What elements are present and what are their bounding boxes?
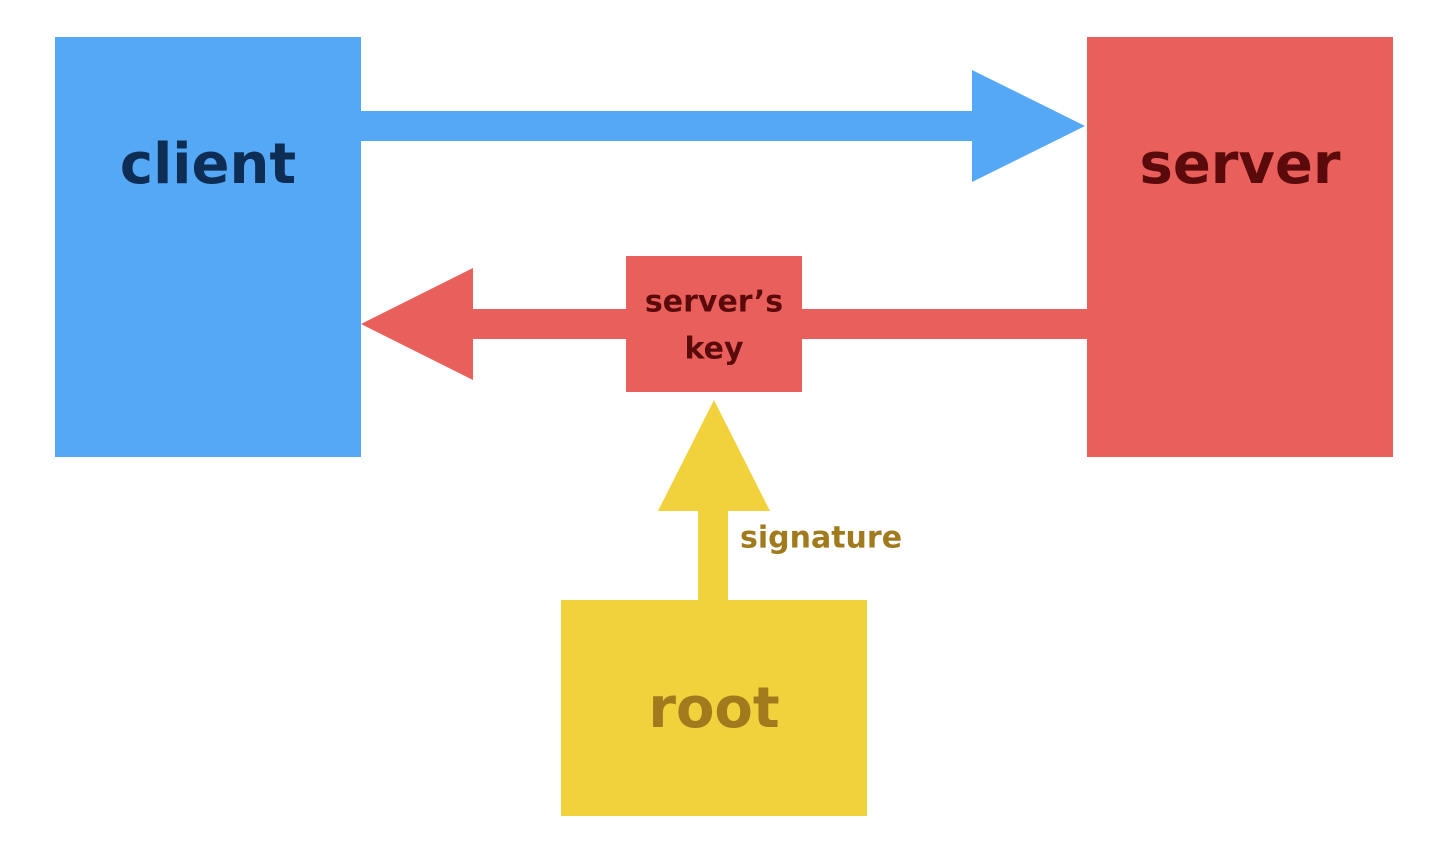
server-key-label-line1: server’s [645,285,783,320]
server-to-client-arrow-head [361,268,473,380]
signature-arrow-shaft [698,508,728,602]
client-to-server-arrow [361,70,1085,182]
signature-arrow [658,400,770,602]
root-box [561,600,867,816]
root-label: root [648,676,779,741]
server-key-box [626,256,802,392]
signature-label: signature [740,521,902,556]
client-to-server-arrow-shaft [361,111,976,141]
client-box [55,37,361,457]
signature-arrow-head [658,400,770,511]
server-label: server [1139,132,1340,197]
client-label: client [120,132,296,197]
server-key-label-line2: key [684,332,743,367]
server-box [1087,37,1393,457]
client-to-server-arrow-head [972,70,1085,182]
